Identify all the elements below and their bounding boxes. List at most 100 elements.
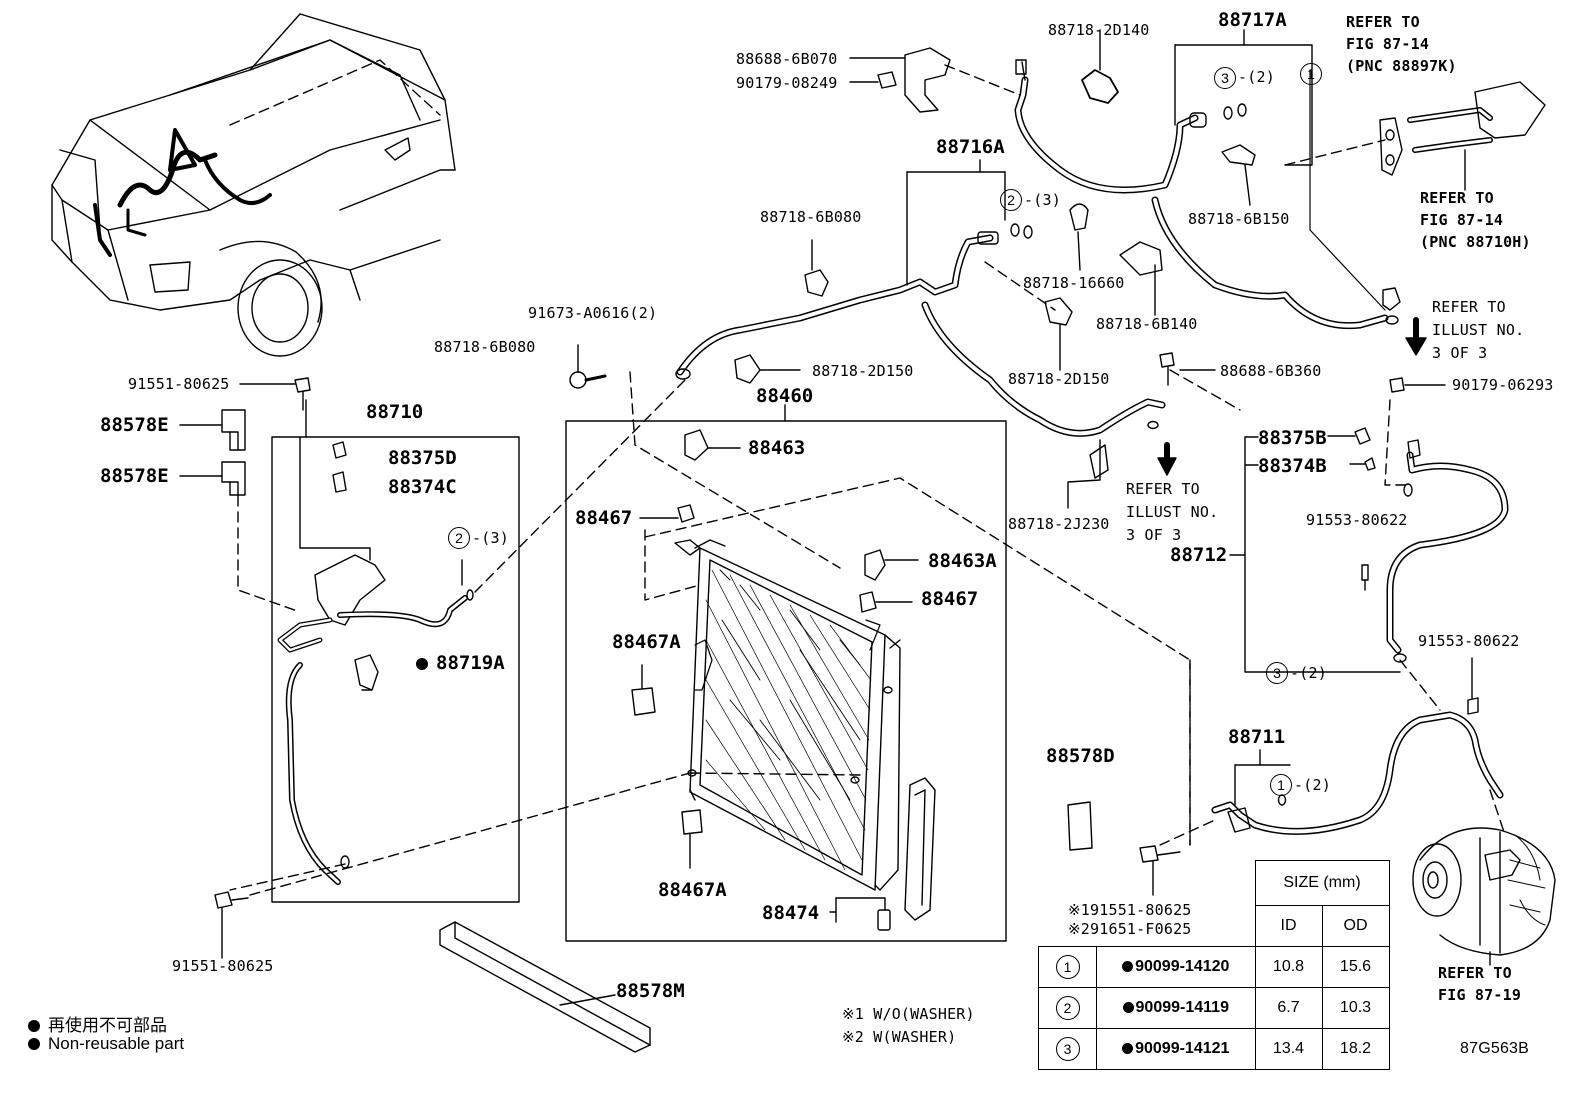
label-88718-6B080-top: 88718-6B080 <box>760 208 862 226</box>
marker-circle-2-mid: 2 <box>1000 189 1022 211</box>
marker-qty-3-right: -(2) <box>1290 664 1327 682</box>
row-mark: 2 <box>1055 996 1080 1020</box>
label-88578E-b: 88578E <box>100 465 169 487</box>
label-88718-6B150: 88718-6B150 <box>1188 210 1290 228</box>
non-reusable-dot-icon <box>1122 1002 1134 1013</box>
refer-illust-a-line3: 3 OF 3 <box>1432 344 1488 362</box>
label-88467A-a: 88467A <box>612 631 681 653</box>
marker-qty-2-mid: -(3) <box>1024 191 1061 209</box>
label-88463: 88463 <box>748 437 806 459</box>
label-90179-08249: 90179-08249 <box>736 74 838 92</box>
refer-illust-a-line2: ILLUST NO. <box>1432 321 1525 339</box>
pads-88578E <box>179 409 246 496</box>
non-reusable-dot-icon <box>1122 1043 1134 1054</box>
row-part: 90099-14119 <box>1135 999 1229 1016</box>
marker-circle-1-right: 1 <box>1270 774 1292 796</box>
vehicle-illustration <box>51 13 456 357</box>
refer-illust-b-line2: ILLUST NO. <box>1126 503 1219 521</box>
row-part: 90099-14120 <box>1135 958 1230 975</box>
label-88688-6B360: 88688-6B360 <box>1220 362 1322 380</box>
marker-qty-3-top: -(2) <box>1238 68 1275 86</box>
label-91673-A0616: 91673-A0616(2) <box>528 304 658 322</box>
label-88718-16660: 88718-16660 <box>1023 274 1125 292</box>
marker-circle-2-left: 2 <box>448 527 470 549</box>
table-row: 3 90099-14121 13.4 18.2 <box>1038 1028 1390 1070</box>
row-id: 10.8 <box>1254 946 1323 988</box>
table-row: 1 90099-14120 10.8 15.6 <box>1038 946 1390 988</box>
label-88463A: 88463A <box>928 550 997 572</box>
refer-illust-b-line3: 3 OF 3 <box>1126 526 1182 544</box>
label-88717A: 88717A <box>1218 9 1287 31</box>
refer-fig-87-14-a-line2: FIG 87-14 <box>1346 35 1430 53</box>
row-part: 90099-14121 <box>1135 1040 1230 1057</box>
label-88688-6B070: 88688-6B070 <box>736 50 838 68</box>
hose-88716A <box>675 159 1166 509</box>
refer-fig-87-19-line1: REFER TO <box>1438 964 1512 982</box>
label-91553-80622-a: 91553-80622 <box>1306 511 1408 529</box>
row-mark: 3 <box>1055 1037 1080 1061</box>
row-part-cell: 90099-14119 <box>1096 987 1256 1029</box>
col-id-header: ID <box>1254 905 1323 947</box>
marker-circle-3-top: 3 <box>1214 67 1236 89</box>
label-88467-b: 88467 <box>921 588 979 610</box>
hose-88711 <box>1159 711 1506 846</box>
refer-illust-a-line1: REFER TO <box>1432 298 1506 316</box>
bracket-88688-6B070 <box>849 47 1021 113</box>
label-88718-2D140: 88718-2D140 <box>1048 21 1150 39</box>
size-header: SIZE (mm) <box>1254 860 1390 906</box>
legend-english-text: Non-reusable part <box>48 1034 185 1053</box>
label-88375B: 88375B <box>1258 427 1327 449</box>
row-od: 18.2 <box>1321 1028 1390 1070</box>
legend-english: Non-reusable part <box>28 1034 184 1054</box>
label-88718-2D150-a: 88718-2D150 <box>812 362 914 380</box>
row-part-cell: 90099-14121 <box>1096 1028 1256 1070</box>
row-part-cell: 90099-14120 <box>1096 946 1256 988</box>
label-91551-80625-bottom: 91551-80625 <box>172 957 274 975</box>
condenser-88460 <box>249 371 1191 942</box>
label-88716A: 88716A <box>936 136 1005 158</box>
note-291651-F0625: ※291651-F0625 <box>1068 920 1192 938</box>
row-id: 13.4 <box>1254 1028 1323 1070</box>
refer-fig-87-14-b-line1: REFER TO <box>1420 189 1494 207</box>
label-88578E-a: 88578E <box>100 414 169 436</box>
size-table-header-row: SIZE (mm) <box>1039 860 1390 906</box>
hose-88717A <box>1014 29 1546 330</box>
note-191551-80625: ※191551-80625 <box>1068 901 1192 919</box>
assembly-88710 <box>229 379 686 903</box>
marker-circle-1-top: 1 <box>1300 63 1322 85</box>
label-90179-06293: 90179-06293 <box>1452 376 1554 394</box>
refer-arrows <box>1157 317 1427 476</box>
table-row: 2 90099-14119 6.7 10.3 <box>1038 987 1390 1029</box>
label-88710: 88710 <box>366 401 424 423</box>
refer-fig-87-14-a-line1: REFER TO <box>1346 13 1420 31</box>
row-mark-cell: 2 <box>1038 987 1097 1029</box>
label-88467A-b: 88467A <box>658 879 727 901</box>
legend-japanese-text: 再使用不可部品 <box>48 1016 167 1035</box>
refer-fig-87-14-a-line3: (PNC 88897K) <box>1346 57 1457 75</box>
marker-circle-3-right: 3 <box>1266 662 1288 684</box>
label-88719A-text: 88719A <box>436 652 505 674</box>
o-ring-size-table: SIZE (mm) ID OD 1 90099-14120 10.8 15.6 … <box>1038 860 1390 1070</box>
label-88474: 88474 <box>762 902 820 924</box>
label-88374B: 88374B <box>1258 455 1327 477</box>
label-91553-80622-b: 91553-80622 <box>1418 632 1520 650</box>
row-od: 10.3 <box>1321 987 1390 1029</box>
label-88712: 88712 <box>1170 544 1228 566</box>
row-od: 15.6 <box>1321 946 1390 988</box>
washer-note-1: ※1 W/O(WASHER) <box>842 1005 975 1023</box>
label-88718-2D150-b: 88718-2D150 <box>1008 370 1110 388</box>
label-88711: 88711 <box>1228 726 1286 748</box>
label-88718-6B080-left: 88718-6B080 <box>434 338 536 356</box>
marker-qty-2-left: -(3) <box>472 529 509 547</box>
seal-88578M <box>439 921 651 1053</box>
row-mark-cell: 1 <box>1038 946 1097 988</box>
compressor <box>1412 827 1556 966</box>
label-88374C: 88374C <box>388 476 457 498</box>
hose-88712 <box>1169 369 1509 711</box>
col-od-header: OD <box>1321 905 1390 947</box>
legend-dot-icon <box>28 1038 40 1050</box>
bolts <box>214 344 1479 959</box>
non-reusable-dot-icon <box>1122 961 1134 972</box>
